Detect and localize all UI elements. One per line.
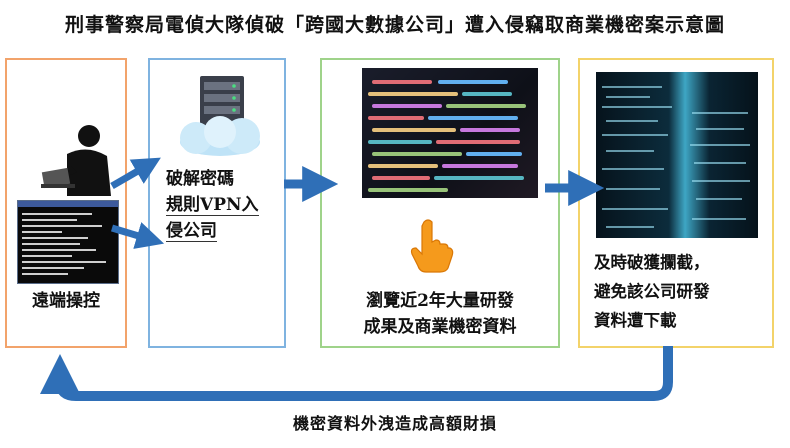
crack-vpn-label: 破解密碼 規則VPN入 侵公司 [166,169,259,242]
server-cloud-icon [180,76,260,156]
cyber-data-image [596,72,758,238]
browse-data-label: 瀏覽近2年大量研發 成果及商業機密資料 [363,291,517,337]
pointing-hand-icon [410,219,454,273]
hacker-icon [41,125,111,196]
return-loop-arrow [40,346,673,401]
crack-vpn-box: 破解密碼 規則VPN入 侵公司 [148,58,286,348]
remote-terminal-screenshot [17,200,119,284]
diagram-title: 刑事警察局電偵大隊偵破「跨國大數據公司」遭入侵竊取商業機密案示意圖 [64,14,725,36]
arrow-remote-to-crack-lower [110,222,165,249]
source-code-image [362,68,538,198]
remote-control-box: 遠端操控 [5,58,127,348]
intercept-box: 及時破獲攔截， 避免該公司研發 資料遭下載 [578,58,774,348]
arrow-remote-to-crack-upper [110,157,161,190]
bottom-caption: 機密資料外洩造成高額財損 [292,414,497,433]
remote-control-label: 遠端操控 [32,291,100,311]
browse-data-box: 瀏覽近2年大量研發 成果及商業機密資料 [320,58,560,348]
intercept-label: 及時破獲攔截， 避免該公司研發 資料遭下載 [594,253,710,330]
